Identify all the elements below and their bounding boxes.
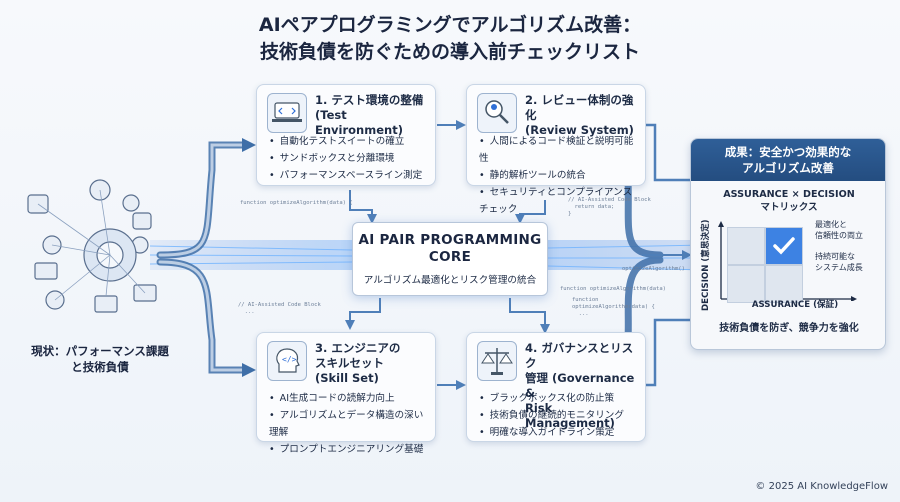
input-icons xyxy=(27,179,157,313)
code-snippet: function optimizeAlgorithm(data) xyxy=(560,286,666,292)
page-title: AIペアプログラミングでアルゴリズム改善： 技術負債を防ぐための導入前チェックリ… xyxy=(0,12,900,66)
gear-icon xyxy=(122,194,140,212)
result-header: 成果：安全かつ効果的な アルゴリズム改善 xyxy=(691,139,885,181)
list-item: 静的解析ツールの統合 xyxy=(479,167,637,184)
core-title: AI PAIR PROGRAMMING CORE xyxy=(358,232,542,265)
list-item: 自動化テストスイートの確立 xyxy=(269,133,427,150)
svg-text:</>: </> xyxy=(282,355,297,364)
list-item: パフォーマンスベースライン測定 xyxy=(269,167,427,184)
list-item: セキュリティとコンプライアンスチェック xyxy=(479,184,637,218)
matrix-quadrant-highlight xyxy=(765,227,803,265)
code-snippet: function optimizeAlgorithm(data) { ... xyxy=(572,297,655,317)
list-item: 技術負債の継続的モニタリング xyxy=(479,407,637,424)
core-box: AI PAIR PROGRAMMING CORE アルゴリズム最適化とリスク管理… xyxy=(352,222,548,296)
monitor-icon xyxy=(94,295,118,313)
card-skill-set: </> 3. エンジニアの スキルセット (Skill Set) AI生成コード… xyxy=(256,332,436,455)
list-item: プロンプトエンジニアリング基礎 xyxy=(269,441,427,458)
shield-icon xyxy=(132,212,152,230)
code-snippet: function optimizeAlgorithm(data) { xyxy=(240,200,353,206)
quadrant-label: 持続可能な システム成長 xyxy=(815,252,863,272)
card-test-environment: 1. テスト環境の整備 (Test Environment) 自動化テストスイー… xyxy=(256,84,436,186)
result-panel: 成果：安全かつ効果的な アルゴリズム改善 ASSURANCE × DECISIO… xyxy=(690,138,886,350)
matrix-title: ASSURANCE × DECISION マトリックス xyxy=(723,189,855,213)
bar-chart-icon xyxy=(34,262,58,280)
card-list: ブラックボックス化の防止策 技術負債の継続的モニタリング 明確な導入ガイドライン… xyxy=(479,390,637,441)
light-streaks xyxy=(149,244,706,271)
title-line-1: AIペアプログラミングでアルゴリズム改善： xyxy=(258,14,642,36)
laptop-icon xyxy=(267,93,307,133)
card-review-system: 2. レビュー体制の強化 (Review System) 人間によるコード検証と… xyxy=(466,84,646,215)
card-list: AI生成コードの読解力向上 アルゴリズムとデータ構造の深い理解 プロンプトエンジ… xyxy=(269,390,427,458)
matrix-quadrant xyxy=(727,265,765,303)
result-footer: 技術負債を防ぎ、競争力を強化 xyxy=(719,323,859,334)
card-title: 2. レビュー体制の強化 (Review System) xyxy=(525,93,634,137)
matrix-quadrant xyxy=(765,265,803,303)
scales-icon xyxy=(477,341,517,381)
matrix-quadrant xyxy=(727,227,765,265)
card-title: 3. エンジニアの スキルセット (Skill Set) xyxy=(315,341,401,385)
title-line-2: 技術負債を防ぐための導入前チェックリスト xyxy=(259,41,640,63)
card-list: 自動化テストスイートの確立 サンドボックスと分離環境 パフォーマンスベースライン… xyxy=(269,133,427,184)
list-item: 人間によるコード検証と説明可能性 xyxy=(479,133,637,167)
core-subtitle: アルゴリズム最適化とリスク管理の統合 xyxy=(363,275,537,286)
magnifier-person-icon xyxy=(477,93,517,133)
list-item: AI生成コードの読解力向上 xyxy=(269,390,427,407)
list-item: 明確な導入ガイドライン策定 xyxy=(479,424,637,441)
checkmark-icon xyxy=(773,237,795,255)
list-item: アルゴリズムとデータ構造の深い理解 xyxy=(269,407,427,441)
card-governance: 4. ガバナンスとリスク 管理 (Governance & Risk Manag… xyxy=(466,332,646,442)
code-snippet: // AI-Assisted Code Block ... xyxy=(238,302,321,315)
copyright: © 2025 AI KnowledgeFlow xyxy=(755,481,888,492)
card-list: 人間によるコード検証と説明可能性 静的解析ツールの統合 セキュリティとコンプライ… xyxy=(479,133,637,218)
x-axis-label: ASSURANCE (保証) xyxy=(751,300,839,310)
code-snippet: optimizeAlgorithm() xyxy=(622,266,685,272)
quadrant-label: 最適化と 信頼性の両立 xyxy=(815,220,863,240)
y-axis-label: DECISION (意思決定) xyxy=(701,219,711,311)
list-item: ブラックボックス化の防止策 xyxy=(479,390,637,407)
current-state-label: 現状：パフォーマンス課題 と技術負債 xyxy=(31,344,169,374)
card-title: 1. テスト環境の整備 (Test Environment) xyxy=(315,93,424,137)
list-item: サンドボックスと分離環境 xyxy=(269,150,427,167)
brain-head-icon: </> xyxy=(267,341,307,381)
connector-arrows xyxy=(345,120,692,390)
